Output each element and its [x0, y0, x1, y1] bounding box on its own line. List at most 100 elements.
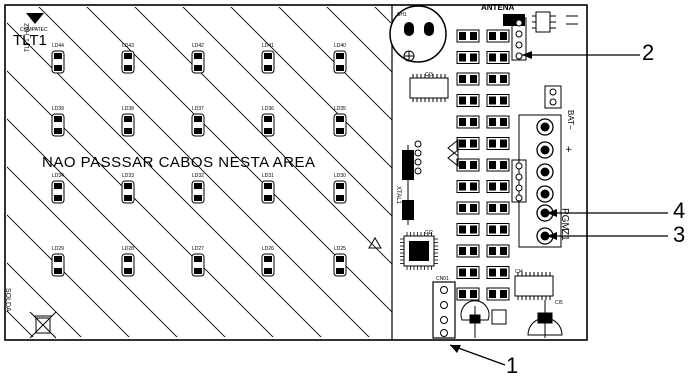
- hatch-line: [134, 7, 392, 265]
- led: LD35: [333, 106, 347, 137]
- coin-battery: SH1: [389, 5, 447, 63]
- led-label: LD27: [192, 246, 204, 252]
- led: LD28: [121, 246, 135, 277]
- warning-text: NAO PASSSAR CABOS NESTA AREA: [42, 154, 316, 171]
- smd-pad: [456, 115, 480, 129]
- led: LD40: [333, 43, 347, 74]
- ic2-label: CI2: [425, 230, 433, 236]
- compatec-logo-icon: [26, 13, 44, 24]
- led: LD30: [333, 173, 347, 204]
- led-label: LD31: [262, 173, 274, 179]
- led-label: LD25: [334, 246, 346, 252]
- led: LD33: [121, 173, 135, 204]
- side-code-label: TLT1_HAZ: [25, 23, 31, 52]
- terminal-screw: [536, 204, 554, 222]
- led: LD26: [261, 246, 275, 277]
- led-label: LD37: [192, 106, 204, 112]
- header-pins: [414, 140, 422, 175]
- smd-pad: [456, 244, 480, 258]
- led-label: LD41: [262, 43, 274, 49]
- led-label: LD30: [334, 173, 346, 179]
- weee-bin-icon: [29, 311, 57, 339]
- terminal-screw: [536, 118, 554, 136]
- smd-pad: [456, 266, 480, 279]
- led: LD27: [191, 246, 205, 277]
- ic2-qfp: CI2: [403, 230, 435, 267]
- smd-pad: [486, 223, 510, 236]
- hatch-line: [7, 262, 82, 337]
- callout-arrowheads: [450, 51, 557, 353]
- smd-pad: [486, 244, 510, 258]
- led-label: LD26: [262, 246, 274, 252]
- led-label: LD43: [122, 43, 134, 49]
- model-label: TLT1: [13, 32, 47, 49]
- terminal-screw: [536, 227, 554, 245]
- hatch-line: [7, 70, 274, 337]
- smd-pad: [486, 180, 510, 193]
- led-label: LD42: [192, 43, 204, 49]
- led-label: LD36: [262, 106, 274, 112]
- hatch-line: [278, 7, 392, 121]
- led-label: LD32: [192, 173, 204, 179]
- hatch-line: [38, 7, 370, 337]
- led: LD32: [191, 173, 205, 204]
- callout-2: 2: [642, 40, 655, 65]
- smd-pad: [486, 287, 510, 301]
- led-label: LD44: [52, 43, 64, 49]
- terminal-block: [518, 114, 562, 248]
- smd-pad: [456, 180, 480, 193]
- hatch-line: [182, 7, 392, 217]
- bat-plus-label: +: [562, 146, 574, 152]
- transistor-2: CI5: [527, 300, 563, 338]
- smd-pad: [486, 29, 510, 43]
- bat-minus-label: BAT−: [566, 110, 575, 130]
- led: LD29: [51, 246, 65, 277]
- terminal-screws: [536, 118, 554, 245]
- battery-label: SH1: [397, 12, 407, 18]
- terminal-screw: [536, 163, 554, 181]
- transistor-1: [460, 300, 490, 338]
- led-label: LD29: [52, 246, 64, 252]
- hatch-line: [7, 22, 322, 337]
- pgm-label: PGM: [559, 208, 570, 231]
- smd-pad: [456, 158, 480, 172]
- smd-pad: [486, 115, 510, 129]
- smd-pad: [456, 223, 480, 236]
- led: LD38: [121, 106, 135, 137]
- terminal-screw: [536, 185, 554, 203]
- callout-lines: [449, 54, 668, 366]
- led-label: LD39: [52, 106, 64, 112]
- smd-pad-array: [456, 29, 510, 301]
- terminal-screw: [536, 141, 554, 159]
- hatch-line: [230, 7, 392, 169]
- led: LD42: [191, 43, 205, 74]
- smd-pad: [456, 94, 480, 107]
- antenna-label: ANTENA: [481, 3, 515, 12]
- callout-3: 3: [673, 222, 686, 247]
- led: LD39: [51, 106, 65, 137]
- side-connector: [511, 159, 527, 203]
- smd-pad: [486, 137, 510, 150]
- smd-pad: [486, 158, 510, 172]
- z1-label: Z1: [559, 229, 570, 241]
- smd-pad: [486, 51, 510, 64]
- connector-symbol-icon: [447, 138, 459, 168]
- led: LD36: [261, 106, 275, 137]
- jumper: [544, 85, 562, 109]
- led-label: LD34: [52, 173, 64, 179]
- smd-pad: [486, 266, 510, 279]
- led-label: LD38: [122, 106, 134, 112]
- hatch-line: [7, 166, 178, 337]
- smd-pad: [486, 94, 510, 107]
- bottom-connector: CN01: [432, 276, 456, 339]
- hatch-line: [326, 7, 392, 73]
- hatched-area: [7, 7, 392, 337]
- led-label: LD33: [122, 173, 134, 179]
- smd-pad: [486, 201, 510, 215]
- smd-pad: [486, 72, 510, 86]
- esd-warning-icon: [368, 237, 382, 249]
- led: LD25: [333, 246, 347, 277]
